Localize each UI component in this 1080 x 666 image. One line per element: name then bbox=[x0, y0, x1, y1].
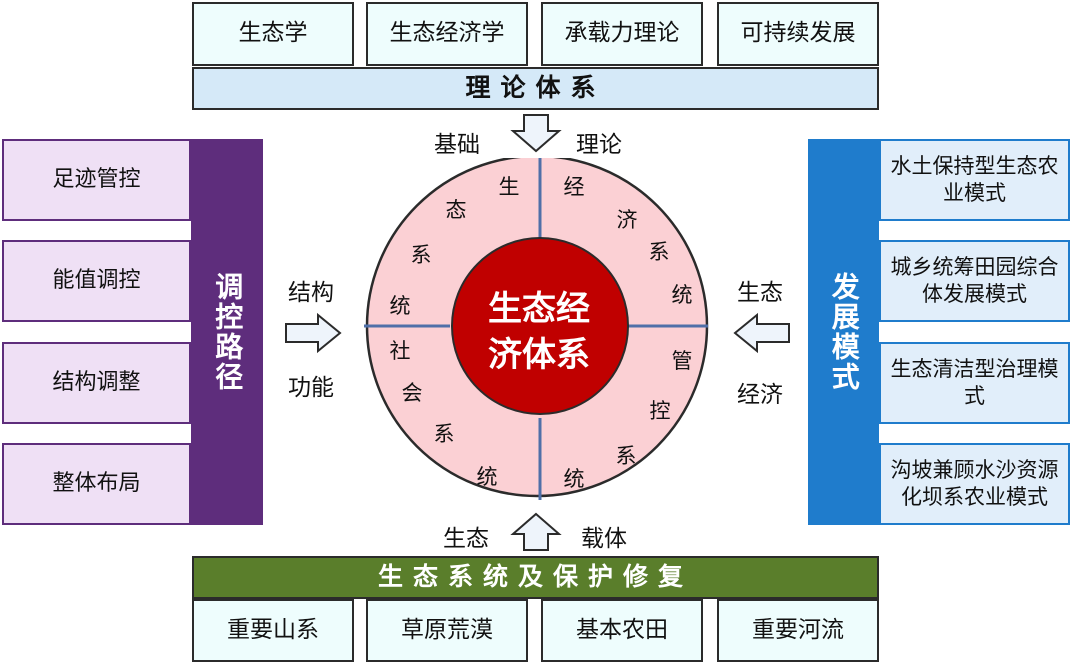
theory-item-ecology: 生态学 bbox=[192, 2, 354, 66]
ring-char-eco-1: 生 bbox=[498, 175, 520, 199]
regulation-path-bar: 调控路径 bbox=[191, 139, 263, 525]
theory-item-ecological-economics: 生态经济学 bbox=[366, 2, 528, 66]
center-title: 生态经济体系 bbox=[450, 244, 628, 422]
bottom-item-rivers: 重要河流 bbox=[717, 599, 879, 662]
ring-char-econ-2: 济 bbox=[616, 208, 638, 232]
theory-item-sustainable-development: 可持续发展 bbox=[717, 2, 879, 66]
label-structure: 结构 bbox=[288, 280, 334, 306]
ecosystem-protection-bar: 生态系统及保护修复 bbox=[192, 556, 879, 599]
arrow-right-icon bbox=[285, 312, 342, 354]
bottom-item-mountains: 重要山系 bbox=[192, 599, 354, 662]
ring-char-soc-1: 社 bbox=[389, 339, 411, 363]
ring-char-eco-2: 态 bbox=[445, 198, 467, 222]
theory-item-carrying-capacity: 承载力理论 bbox=[541, 2, 703, 66]
ring-char-econ-1: 经 bbox=[563, 175, 585, 199]
bottom-item-grassland-desert: 草原荒漠 bbox=[366, 599, 528, 662]
label-ecology-right: 生态 bbox=[737, 280, 783, 306]
bottom-item-farmland: 基本农田 bbox=[541, 599, 703, 662]
ring-char-eco-4: 统 bbox=[389, 294, 411, 318]
ring-char-soc-4: 统 bbox=[476, 465, 498, 489]
ring-char-mgmt-2: 控 bbox=[649, 399, 671, 423]
theory-system-bar: 理论体系 bbox=[192, 67, 879, 110]
ring-char-econ-3: 系 bbox=[648, 240, 670, 264]
label-function: 功能 bbox=[288, 375, 334, 401]
left-item-emergy-regulation: 能值调控 bbox=[2, 240, 191, 322]
label-ecology-bottom: 生态 bbox=[443, 526, 489, 552]
development-mode-label: 发展模式 bbox=[827, 272, 861, 392]
label-carrier: 载体 bbox=[581, 526, 627, 552]
left-item-overall-layout: 整体布局 bbox=[2, 443, 191, 525]
arrow-left-icon bbox=[733, 312, 790, 354]
center-title-text: 生态经济体系 bbox=[488, 289, 590, 375]
label-economy: 经济 bbox=[737, 382, 783, 408]
ring-char-mgmt-4: 统 bbox=[563, 467, 585, 491]
label-theory: 理论 bbox=[576, 132, 622, 158]
ring-char-econ-4: 统 bbox=[671, 283, 693, 307]
label-foundation: 基础 bbox=[434, 132, 480, 158]
right-item-gully-dam-agriculture: 沟坡兼顾水沙资源化坝系农业模式 bbox=[879, 443, 1070, 525]
ring-char-mgmt-3: 系 bbox=[615, 444, 637, 468]
right-item-urban-rural-complex: 城乡统筹田园综合体发展模式 bbox=[879, 240, 1070, 322]
left-item-structural-adjustment: 结构调整 bbox=[2, 342, 191, 424]
ring-char-soc-2: 会 bbox=[401, 381, 423, 405]
regulation-path-label: 调控路径 bbox=[211, 272, 245, 392]
right-item-clean-governance: 生态清洁型治理模式 bbox=[879, 342, 1070, 424]
ring-char-soc-3: 系 bbox=[433, 422, 455, 446]
system-circle bbox=[364, 158, 709, 500]
arrow-down-icon bbox=[510, 114, 562, 153]
ring-char-eco-3: 系 bbox=[410, 243, 432, 267]
development-mode-bar: 发展模式 bbox=[808, 139, 879, 525]
ring-char-mgmt-1: 管 bbox=[671, 349, 693, 373]
arrow-up-icon bbox=[510, 512, 562, 551]
left-item-footprint-control: 足迹管控 bbox=[2, 139, 191, 221]
right-item-soil-water-conservation: 水土保持型生态农业模式 bbox=[879, 139, 1070, 221]
